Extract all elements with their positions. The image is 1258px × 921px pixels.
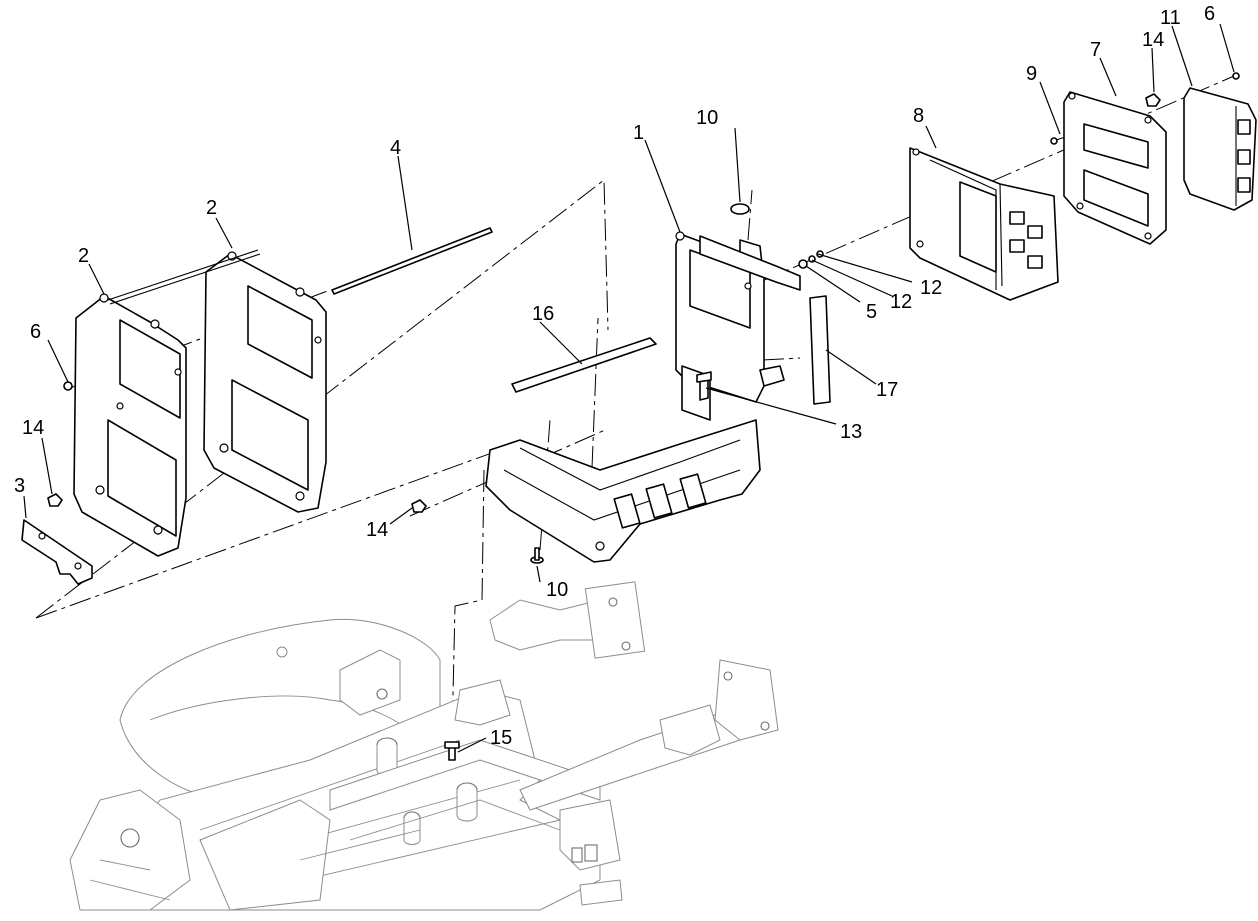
callout-12-left: 12 xyxy=(890,291,912,313)
bracket-3 xyxy=(21,519,93,585)
callout-14-top: 14 xyxy=(1142,29,1164,51)
callout-13: 13 xyxy=(840,421,862,443)
machine-frame-ghost xyxy=(69,581,779,911)
washers-12-5 xyxy=(798,250,824,269)
nut-14-center xyxy=(411,499,427,513)
callout-9: 9 xyxy=(1026,63,1037,85)
screw-6-left xyxy=(63,381,73,391)
callout-10-top: 10 xyxy=(696,107,718,129)
callout-17: 17 xyxy=(876,379,898,401)
callout-11: 11 xyxy=(1160,7,1181,29)
main-bracket-1 xyxy=(485,231,801,563)
callout-labels: 1 2 2 3 4 5 6 6 7 8 9 10 10 11 12 12 13 … xyxy=(14,3,1215,749)
callout-8: 8 xyxy=(913,105,924,127)
callout-12-right: 12 xyxy=(920,277,942,299)
nut-14-left xyxy=(47,493,63,507)
controller-module-8 xyxy=(909,147,1059,301)
callout-5: 5 xyxy=(866,301,877,323)
callout-15: 15 xyxy=(490,727,512,749)
screw-6-right xyxy=(1232,72,1240,80)
callout-1: 1 xyxy=(633,122,644,144)
callout-14-center: 14 xyxy=(366,519,388,541)
callout-14-left: 14 xyxy=(22,417,44,439)
callout-3: 3 xyxy=(14,475,25,497)
strip-17 xyxy=(809,295,831,405)
callout-6-left: 6 xyxy=(30,321,41,343)
fastener-10-top xyxy=(730,203,750,215)
cover-11 xyxy=(1183,87,1257,211)
frame-plate-7 xyxy=(1063,91,1167,245)
callout-2-left-plate: 2 xyxy=(78,245,89,267)
fastener-10-bottom xyxy=(530,547,544,564)
leader-lines xyxy=(23,23,1235,753)
callout-6-right: 6 xyxy=(1204,3,1215,25)
bolt-13 xyxy=(696,371,712,401)
bolt-15 xyxy=(444,741,460,761)
callout-7: 7 xyxy=(1090,39,1101,61)
strip-16 xyxy=(511,337,657,393)
mounting-plate-2-left xyxy=(73,293,187,557)
mounting-plate-2-right xyxy=(203,251,327,513)
callout-2-right-plate: 2 xyxy=(206,197,217,219)
nut-14-top xyxy=(1145,93,1161,107)
callout-10-bottom: 10 xyxy=(546,579,568,601)
callout-16: 16 xyxy=(532,303,554,325)
rod-4 xyxy=(107,227,493,305)
callout-4: 4 xyxy=(390,137,401,159)
